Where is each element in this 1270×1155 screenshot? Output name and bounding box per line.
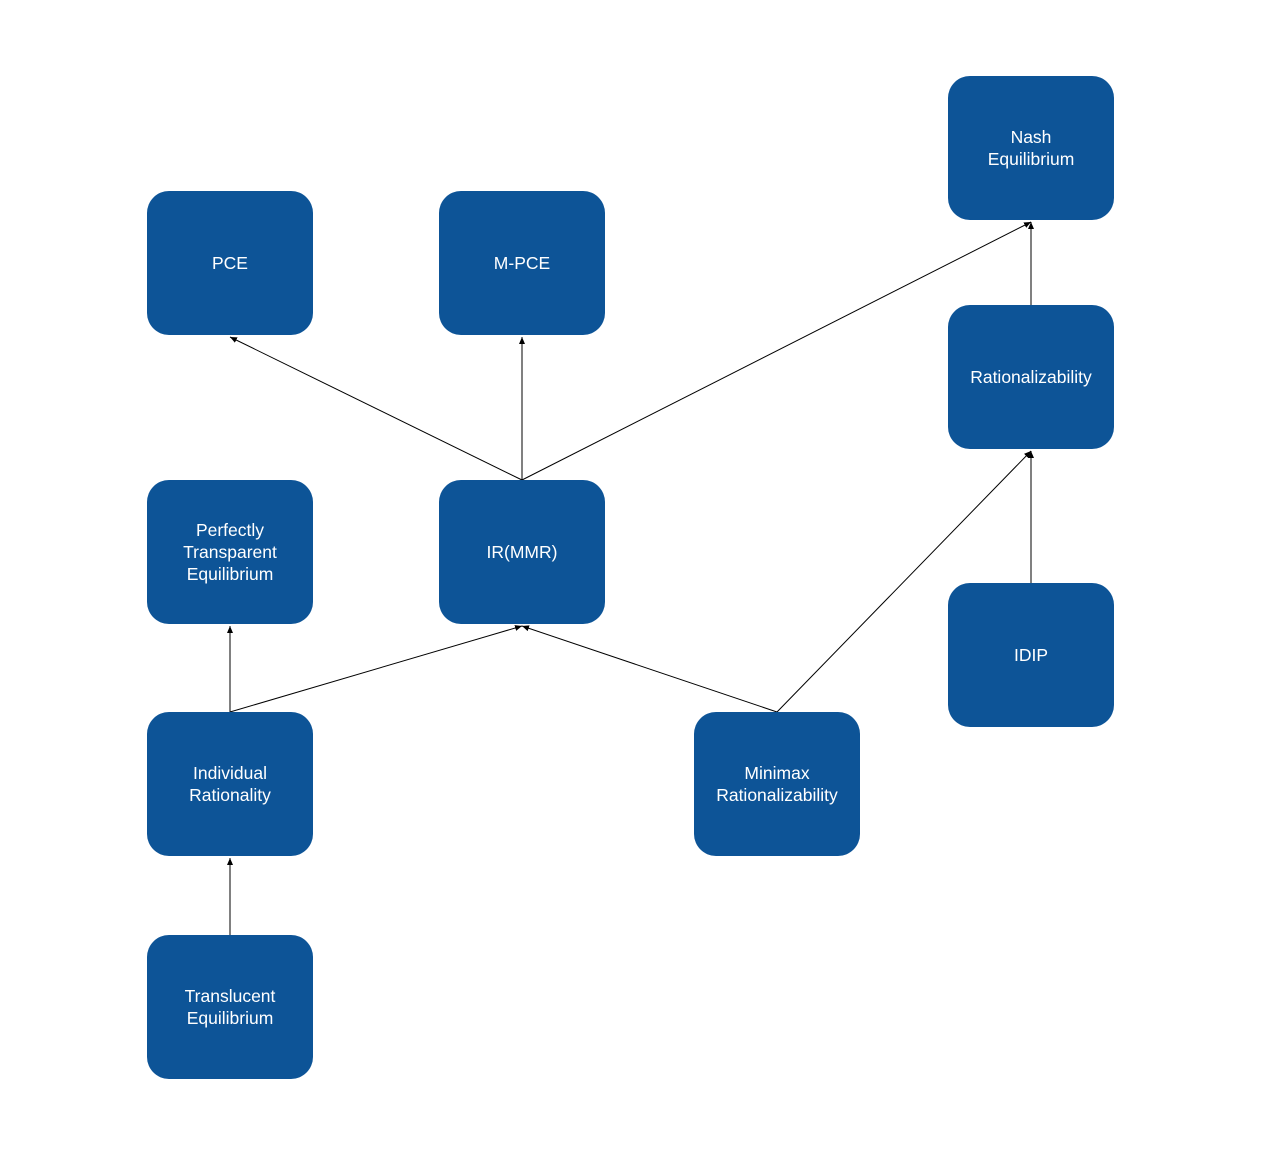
node-minimax-rationalizability: Minimax Rationalizability	[694, 712, 860, 856]
node-rationalizability-label: Rationalizability	[970, 367, 1092, 387]
node-rationalizability: Rationalizability	[948, 305, 1114, 449]
node-perfectly-transparent-equilibrium-label: Perfectly Transparent Equilibrium	[183, 520, 277, 584]
node-idip: IDIP	[948, 583, 1114, 727]
node-nash-equilibrium-label: Nash Equilibrium	[987, 127, 1075, 169]
node-perfectly-transparent-equilibrium: Perfectly Transparent Equilibrium	[147, 480, 313, 624]
edge-ir_mmr-to-pce	[229, 336, 523, 481]
node-nash-equilibrium: Nash Equilibrium	[948, 76, 1114, 220]
edge-minimax-to-ir_mmr	[521, 625, 778, 713]
node-pce: PCE	[147, 191, 313, 335]
node-ir-mmr-label: IR(MMR)	[486, 542, 558, 562]
node-individual-rationality-label: Individual Rationality	[189, 763, 271, 805]
node-ir-mmr: IR(MMR)	[439, 480, 605, 624]
edge-individual_rationality-to-ir_mmr	[229, 625, 523, 713]
node-translucent-equilibrium-label: Translucent Equilibrium	[184, 986, 276, 1028]
edge-minimax-to-rationalizability	[776, 450, 1032, 713]
edge-ir_mmr-to-nash	[521, 221, 1032, 481]
node-translucent-equilibrium: Translucent Equilibrium	[147, 935, 313, 1079]
node-pce-label: PCE	[212, 253, 248, 273]
node-m-pce-label: M-PCE	[493, 253, 551, 273]
node-m-pce: M-PCE	[439, 191, 605, 335]
node-idip-label: IDIP	[1013, 645, 1049, 665]
node-minimax-rationalizability-label: Minimax Rationalizability	[716, 763, 838, 805]
node-individual-rationality: Individual Rationality	[147, 712, 313, 856]
